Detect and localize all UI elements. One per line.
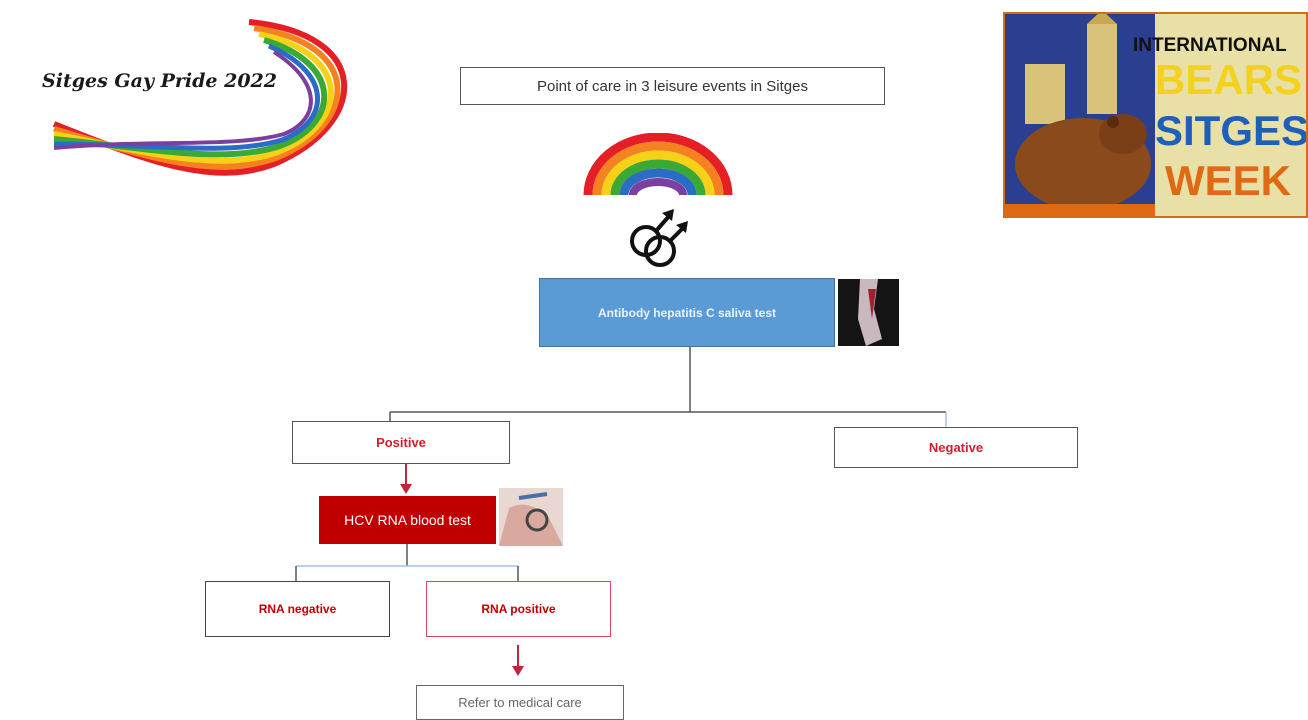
refer-medical-care-box: Refer to medical care [416,685,624,720]
saliva-swab-photo [838,279,899,346]
bears-week-logo: INTERNATIONAL BEARS SITGES WEEK [1003,12,1308,218]
logo-line-week: WEEK [1165,157,1291,204]
sitges-gay-pride-logo: Sitges Gay Pride 2022 [14,14,394,194]
pride-logo-text: Sitges Gay Pride 2022 [42,70,277,92]
rna-positive-box: RNA positive [426,581,611,637]
rna-negative-box: RNA negative [205,581,390,637]
rainbow-icon [583,133,733,196]
saliva-test-box: Antibody hepatitis C saliva test [539,278,835,347]
negative-box: Negative [834,427,1078,468]
blood-draw-photo [499,488,563,546]
rainbow-swoosh-graphic [52,19,347,176]
logo-line-international: INTERNATIONAL [1133,35,1287,56]
positive-box: Positive [292,421,510,464]
logo-line-sitges: SITGES [1155,107,1308,154]
logo-line-bears: BEARS [1155,56,1303,103]
male-male-symbol-icon [630,209,688,267]
rna-blood-test-box: HCV RNA blood test [319,496,496,544]
bear-church-graphic [1005,14,1155,216]
diagram-title: Point of care in 3 leisure events in Sit… [460,67,885,105]
